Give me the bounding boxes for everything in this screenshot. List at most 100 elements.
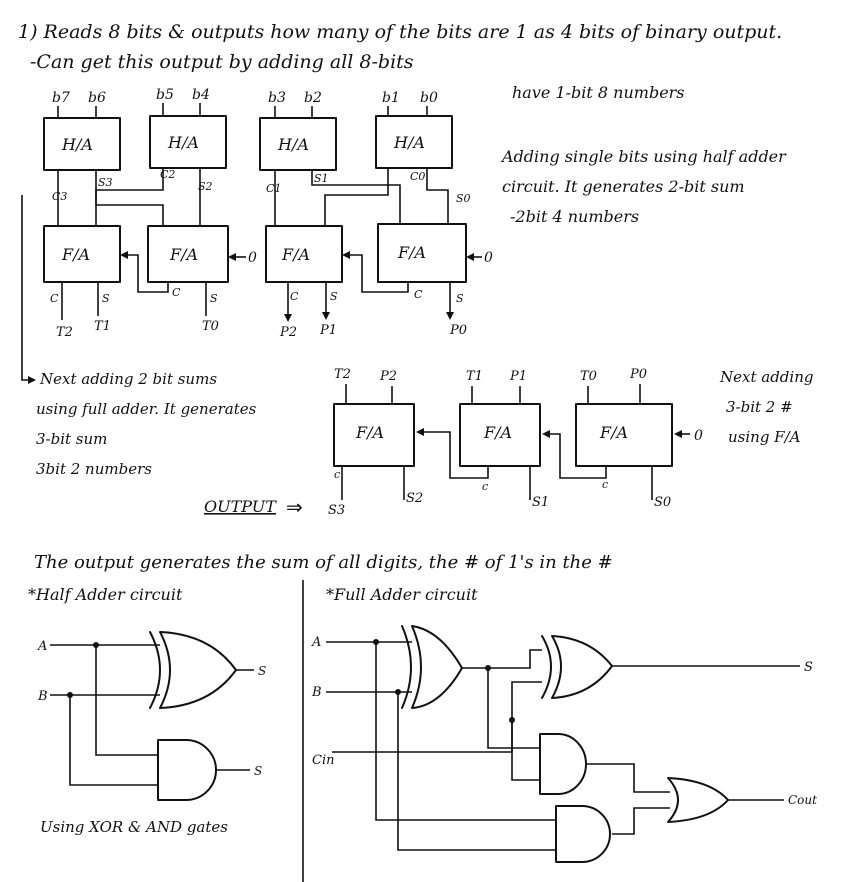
input-b6: b6 (88, 90, 106, 106)
carry-in-zero-1: 0 (248, 250, 257, 266)
fa2-in-p0: P0 (629, 367, 647, 382)
note-next-2c: using F/A (728, 428, 801, 446)
ha-to-fa-wires (57, 168, 449, 225)
half-adder-box-1 (43, 117, 121, 171)
output-label: OUTPUT (204, 497, 277, 516)
result-p2: P2 (279, 325, 297, 340)
fa2-carry-2: c (482, 480, 488, 493)
ha-out-c0: C0 (410, 170, 425, 183)
input-b5: b5 (156, 87, 174, 103)
ha-out-c3: C3 (52, 190, 67, 203)
fa1-s-2: S (210, 292, 218, 305)
note-next-1a: Next adding 2 bit sums (39, 370, 217, 388)
ha-xor-gate (159, 631, 237, 709)
input-b7: b7 (52, 90, 70, 106)
note-next-1b: using full adder. It generates (36, 400, 257, 418)
fa2-carry-1: c (334, 468, 340, 481)
ha-out-c2: C2 (160, 168, 175, 181)
fa2-input-labels: T2 P2 T1 P1 T0 P0 (334, 367, 647, 384)
fa-or-gate (667, 777, 729, 823)
full-adder-label-6: F/A (483, 423, 512, 442)
full-adder-circuit: A B Cin (311, 625, 817, 863)
full-adder-box-4 (377, 223, 467, 283)
header-line-2: -Can get this output by adding all 8-bit… (30, 51, 414, 73)
half-adder-label-3: H/A (277, 135, 309, 154)
ha-input-b: B (37, 689, 48, 704)
fa2-in-t2: T2 (334, 367, 351, 382)
fa2-result-labels: S3 S2 S1 S0 (328, 491, 671, 518)
full-adder-box-5 (333, 403, 415, 467)
result-s2: S2 (406, 491, 423, 506)
full-adder-title: *Full Adder circuit (326, 585, 478, 604)
fa2-carry-wires (341, 428, 690, 500)
note-next-2b: 3-bit 2 # (726, 398, 793, 416)
fa-xor-gate-2 (551, 635, 613, 699)
result-p1: P1 (319, 323, 337, 338)
fa-and-gate-1 (539, 733, 587, 795)
input-wires (57, 103, 428, 118)
ha-out-s3: S3 (98, 176, 113, 189)
fa1-c-1: C (50, 292, 59, 305)
ha-out-s2: S2 (198, 180, 213, 193)
ha-output-labels: C3 S3 C2 S2 C1 S1 C0 S0 (52, 168, 471, 205)
input-b2: b2 (304, 90, 322, 106)
half-adder-box-3 (259, 117, 337, 171)
half-adder-row: H/A H/A H/A H/A (43, 115, 453, 171)
fa2-carry-in-zero: 0 (694, 428, 703, 444)
fa-input-cin: Cin (312, 753, 334, 768)
ha-input-a: A (37, 639, 47, 654)
fa1-c-3: C (290, 290, 299, 303)
ha-out-c: S (254, 764, 262, 778)
fa2-in-t0: T0 (580, 369, 597, 384)
fa2-in-p1: P1 (509, 369, 527, 384)
fa-input-b: B (311, 685, 322, 700)
fa-input-a: A (311, 635, 321, 650)
full-adder-label-3: F/A (281, 245, 310, 264)
input-b4: b4 (192, 87, 210, 103)
fa1-output-labels: C S C S C S C S (50, 286, 464, 305)
full-adder-label-1: F/A (61, 245, 90, 264)
result-s0: S0 (654, 495, 671, 510)
fa1-s-1: S (102, 292, 110, 305)
fa2-carry-labels: c c c (334, 468, 608, 493)
full-adder-label-4: F/A (397, 243, 426, 262)
carry-in-zero-2: 0 (484, 250, 493, 266)
fa-out-s: S (804, 660, 813, 675)
half-adder-circuit: A B S S Using XOR & AND gates (37, 631, 266, 836)
fa1-s-4: S (456, 292, 464, 305)
note-have-bits: have 1-bit 8 numbers (512, 83, 685, 102)
result-t1: T1 (94, 319, 111, 334)
input-b0: b0 (420, 90, 438, 106)
input-bit-labels: b7 b6 b5 b4 b3 b2 b1 b0 (52, 87, 438, 106)
note-adding-2: circuit. It generates 2-bit sum (502, 177, 745, 196)
fa1-result-labels: T2 T1 T0 P2 P1 P0 (56, 319, 467, 340)
full-adder-box-3 (265, 225, 343, 283)
fa1-s-3: S (330, 290, 338, 303)
fa1-c-4: C (414, 288, 423, 301)
half-adder-label-2: H/A (167, 133, 199, 152)
fa2-input-wires (345, 384, 641, 404)
fa-out-cout: Cout (788, 793, 817, 807)
header-line-1: 1) Reads 8 bits & outputs how many of th… (18, 21, 782, 43)
result-p0: P0 (449, 323, 467, 338)
fa-xor-gate-1 (411, 625, 463, 709)
full-adder-label-5: F/A (355, 423, 384, 442)
note-next-2a: Next adding (719, 368, 813, 386)
half-adder-label-4: H/A (393, 133, 425, 152)
fa1-output-wires (61, 282, 454, 322)
note-next-1c: 3-bit sum (36, 430, 107, 448)
full-adder-box-6 (459, 403, 541, 467)
full-adder-box-7 (575, 403, 673, 467)
note-adding-3: -2bit 4 numbers (510, 207, 639, 226)
fa2-in-p2: P2 (379, 369, 397, 384)
full-adder-label-2: F/A (169, 245, 198, 264)
ha-out-s1: S1 (314, 172, 329, 185)
half-adder-label-1: H/A (61, 135, 93, 154)
full-adder-row-2: F/A F/A F/A (333, 403, 673, 467)
result-s1: S1 (532, 495, 549, 510)
carry-zero-inputs: 0 0 (228, 250, 493, 266)
ha-out-s0: S0 (456, 192, 471, 205)
full-adder-box-1 (43, 225, 121, 283)
fa1-c-2: C (172, 286, 181, 299)
output-arrow: ⇒ (286, 495, 303, 519)
